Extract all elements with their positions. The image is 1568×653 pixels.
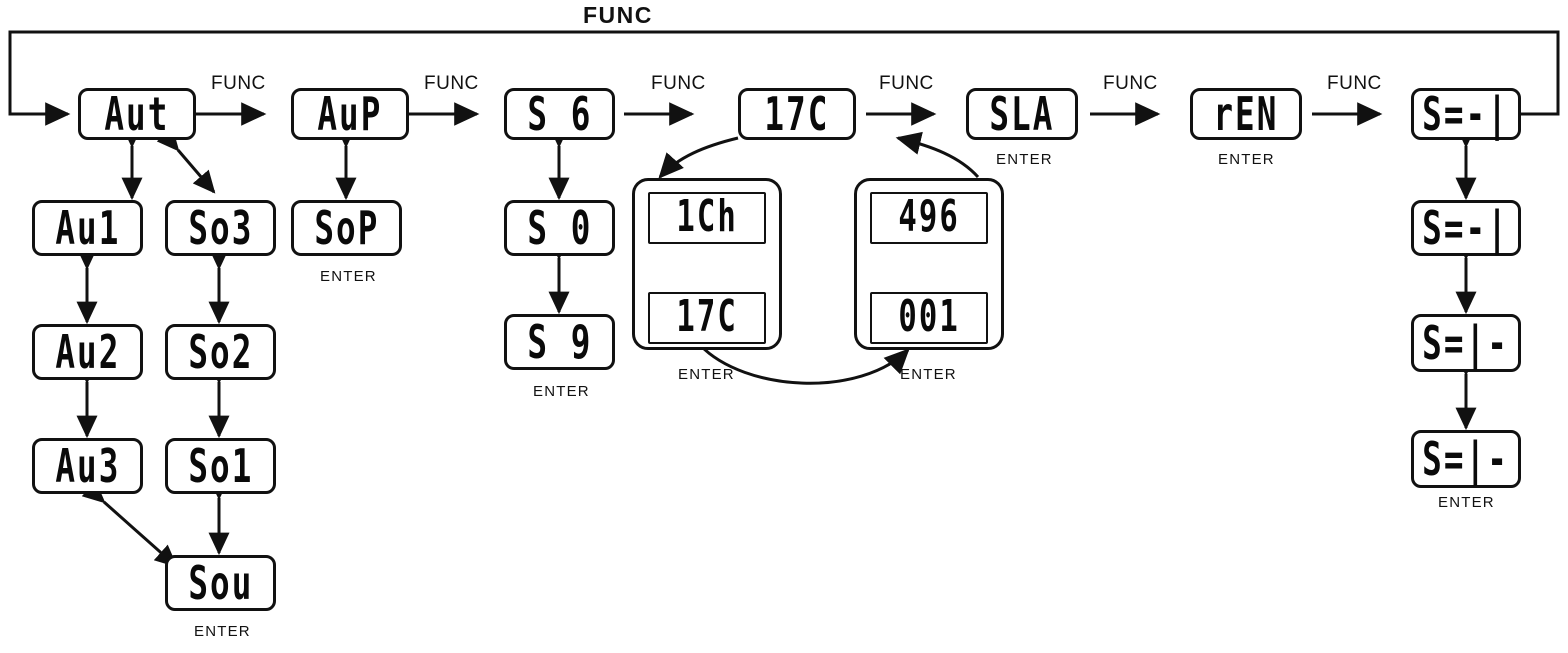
state-so1-label: So1 bbox=[187, 438, 254, 494]
state-seq-top-label: S=-| bbox=[1422, 86, 1510, 142]
state-seq-3-label: S=|- bbox=[1422, 315, 1510, 371]
state-seq-3[interactable]: S=|- bbox=[1411, 314, 1521, 372]
state-sou[interactable]: Sou bbox=[165, 555, 276, 611]
enter-label-seq: ENTER bbox=[1438, 494, 1495, 511]
state-17c-label: 17C bbox=[764, 86, 830, 142]
page-title: FUNC bbox=[583, 2, 653, 28]
func-label-6: FUNC bbox=[1327, 73, 1382, 94]
state-seq-2[interactable]: S=-| bbox=[1411, 200, 1521, 256]
state-s0-label: S 0 bbox=[526, 200, 593, 256]
enter-label-ren: ENTER bbox=[1218, 151, 1275, 168]
state-sop-label: SoP bbox=[313, 200, 380, 256]
enter-label-sou: ENTER bbox=[194, 623, 251, 640]
state-au1[interactable]: Au1 bbox=[32, 200, 143, 256]
state-seq-4-label: S=|- bbox=[1422, 431, 1510, 487]
state-seq-4[interactable]: S=|- bbox=[1411, 430, 1521, 488]
state-seq-top[interactable]: S=-| bbox=[1411, 88, 1521, 140]
state-so3-label: So3 bbox=[187, 200, 254, 256]
enter-label-496: ENTER bbox=[900, 366, 957, 383]
state-sop[interactable]: SoP bbox=[291, 200, 402, 256]
state-s9[interactable]: S 9 bbox=[504, 314, 615, 370]
state-au2[interactable]: Au2 bbox=[32, 324, 143, 380]
state-17c-sub[interactable]: 17C bbox=[648, 292, 766, 344]
enter-label-sla: ENTER bbox=[996, 151, 1053, 168]
state-au3-label: Au3 bbox=[54, 438, 121, 494]
state-ren[interactable]: rEN bbox=[1190, 88, 1302, 140]
state-496-label: 496 bbox=[898, 191, 960, 243]
state-s6-label: S 6 bbox=[526, 86, 593, 142]
state-1ch[interactable]: 1Ch bbox=[648, 192, 766, 244]
state-17c[interactable]: 17C bbox=[738, 88, 856, 140]
func-label-5: FUNC bbox=[1103, 73, 1158, 94]
func-label-4: FUNC bbox=[879, 73, 934, 94]
func-label-1: FUNC bbox=[211, 73, 266, 94]
state-s6[interactable]: S 6 bbox=[504, 88, 615, 140]
enter-label-s9: ENTER bbox=[533, 383, 590, 400]
func-label-2: FUNC bbox=[424, 73, 479, 94]
state-so3[interactable]: So3 bbox=[165, 200, 276, 256]
enter-label-ich: ENTER bbox=[678, 366, 735, 383]
state-aut-label: Aut bbox=[104, 86, 170, 142]
state-001-label: 001 bbox=[898, 291, 960, 343]
state-so2-label: So2 bbox=[187, 324, 254, 380]
state-s0[interactable]: S 0 bbox=[504, 200, 615, 256]
enter-label-sop: ENTER bbox=[320, 268, 377, 285]
state-sou-label: Sou bbox=[187, 555, 254, 611]
state-ren-label: rEN bbox=[1213, 86, 1279, 142]
state-17c-sub-label: 17C bbox=[676, 291, 738, 343]
func-label-3: FUNC bbox=[651, 73, 706, 94]
state-so2[interactable]: So2 bbox=[165, 324, 276, 380]
state-au2-label: Au2 bbox=[54, 324, 121, 380]
state-aup[interactable]: AuP bbox=[291, 88, 409, 140]
state-496[interactable]: 496 bbox=[870, 192, 988, 244]
state-sla-label: SLA bbox=[989, 86, 1055, 142]
state-aup-label: AuP bbox=[317, 86, 383, 142]
state-so1[interactable]: So1 bbox=[165, 438, 276, 494]
state-001[interactable]: 001 bbox=[870, 292, 988, 344]
state-aut[interactable]: Aut bbox=[78, 88, 196, 140]
state-s9-label: S 9 bbox=[526, 314, 593, 370]
state-au1-label: Au1 bbox=[54, 200, 121, 256]
state-seq-2-label: S=-| bbox=[1422, 200, 1510, 256]
state-au3[interactable]: Au3 bbox=[32, 438, 143, 494]
state-sla[interactable]: SLA bbox=[966, 88, 1078, 140]
state-1ch-label: 1Ch bbox=[676, 191, 738, 243]
